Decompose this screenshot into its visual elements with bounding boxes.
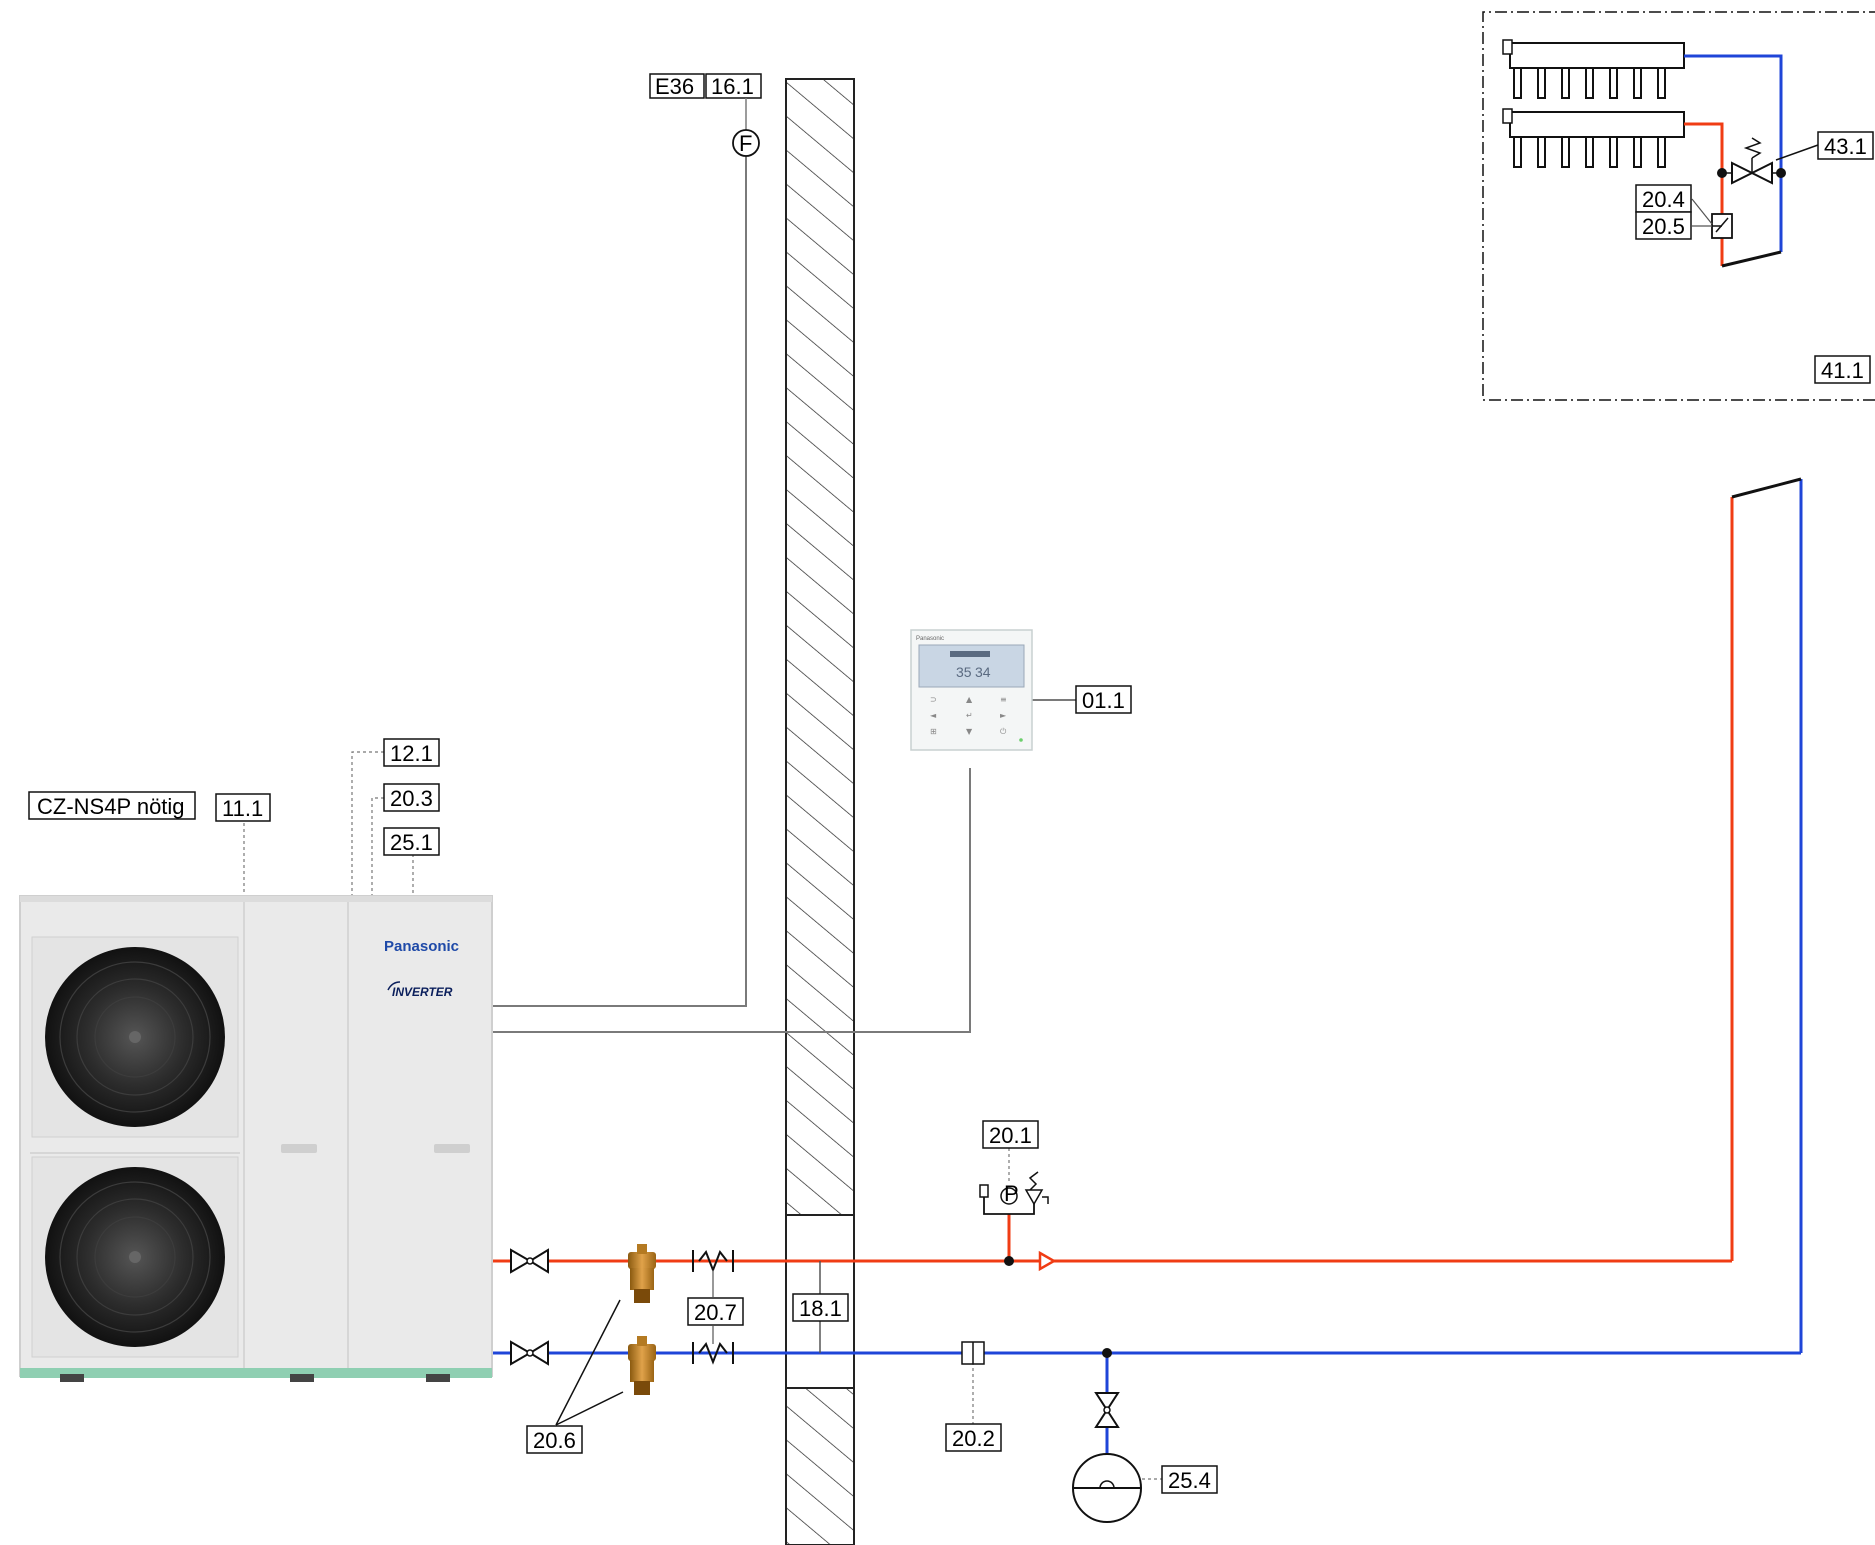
svg-text:35: 35 [956,664,972,680]
svg-text:20.7: 20.7 [694,1300,737,1325]
label-01-1: 01.1 [1075,685,1132,714]
svg-text:≡: ≡ [1000,695,1007,704]
svg-text:⊞: ⊞ [930,727,937,736]
supply-pipe [492,497,1734,1263]
svg-text:20.2: 20.2 [952,1426,995,1451]
label-41-1: 41.1 [1814,355,1871,384]
svg-text:20.3: 20.3 [390,786,433,811]
svg-text:▲: ▲ [966,695,973,704]
flow-sensor-icon: F [732,129,760,157]
sensor-cable [492,152,747,1007]
svg-text:20.1: 20.1 [989,1123,1032,1148]
return-junction [1102,1348,1112,1358]
ball-valve-icon [510,1340,549,1366]
svg-text:12.1: 12.1 [390,741,433,766]
svg-text:11.1: 11.1 [222,796,263,821]
flow-direction-icon [1038,1250,1057,1272]
svg-text:►: ► [1000,711,1007,720]
svg-text:18.1: 18.1 [799,1296,842,1321]
svg-text:25.4: 25.4 [1168,1468,1211,1493]
label-16-1: 16.1 [705,73,762,99]
svg-text:E36: E36 [655,74,694,99]
supply-junction [1004,1256,1014,1266]
svg-text:20.6: 20.6 [533,1428,576,1453]
label-25-4: 25.4 [1161,1465,1218,1494]
label-20-2: 20.2 [945,1423,1002,1452]
label-20-5: 20.5 [1635,211,1692,240]
svg-text:◄: ◄ [930,711,937,720]
label-20-6: 20.6 [526,1425,583,1454]
floor-heating-manifold-icon [1502,39,1685,99]
label-20-3: 20.3 [383,783,440,812]
remote-controller: Panasonic 35 34 ⊃ ▲ ≡ ◄ ↵ ► ⊞ ▼ ⏻ [910,629,1033,751]
controller-cable [492,768,971,1033]
svg-text:25.1: 25.1 [390,830,433,855]
svg-text:16.1: 16.1 [711,74,754,99]
leader-20-6 [555,1299,624,1426]
label-20-4: 20.4 [1635,184,1692,213]
svg-text:⏻: ⏻ [1000,727,1007,736]
brass-mixing-valve-icon [628,1244,656,1303]
thermostat-icon [1711,213,1733,239]
svg-text:20.4: 20.4 [1642,187,1685,212]
label-12-1: 12.1 [383,738,440,767]
cables [492,152,1076,1033]
svg-text:34: 34 [975,664,991,680]
flexible-hose-icon [692,1341,734,1365]
svg-text:⊃: ⊃ [930,695,937,704]
heat-pump-unit: Panasonic INVERTER [19,895,493,1382]
label-20-7: 20.7 [687,1297,744,1326]
svg-text:F: F [739,131,752,156]
label-11-1: 11.1 [215,793,271,822]
label-20-1: 20.1 [982,1120,1039,1149]
floor-heating-area: 43.1 20.4 20.5 41.1 [1482,11,1875,401]
expansion-vessel-icon [1072,1453,1142,1523]
dashed-leaders [243,751,1162,1480]
floor-heating-manifold-icon [1502,108,1685,168]
strainer-icon [961,1341,985,1365]
svg-text:20.5: 20.5 [1642,214,1685,239]
svg-text:CZ-NS4P nötig: CZ-NS4P nötig [37,794,185,819]
label-25-1: 25.1 [383,827,440,856]
label-cz-ns4p: CZ-NS4P nötig [28,791,196,820]
ball-valve-icon [510,1248,549,1274]
pipe-connection-slant [1731,477,1802,499]
fan-grille-icon [31,936,239,1138]
label-18-1: 18.1 [792,1293,849,1322]
safety-group-icon: P [979,1171,1049,1215]
svg-text:41.1: 41.1 [1821,358,1864,383]
svg-text:↵: ↵ [966,711,973,720]
fan-grille-icon [31,1156,239,1358]
brass-mixing-valve-icon [628,1336,656,1395]
svg-text:43.1: 43.1 [1824,134,1867,159]
svg-text:▼: ▼ [966,727,973,736]
label-e36: E36 [649,73,705,99]
heat-pump-series: INVERTER [392,985,453,999]
overflow-valve-icon [1731,137,1819,185]
svg-text:Panasonic: Panasonic [916,636,944,642]
label-43-1: 43.1 [1817,131,1874,160]
heat-pump-brand: Panasonic [384,938,459,955]
svg-text:01.1: 01.1 [1082,688,1125,713]
wall [785,78,855,1545]
ball-valve-icon [1094,1392,1120,1428]
svg-text:P: P [1004,1181,1019,1206]
